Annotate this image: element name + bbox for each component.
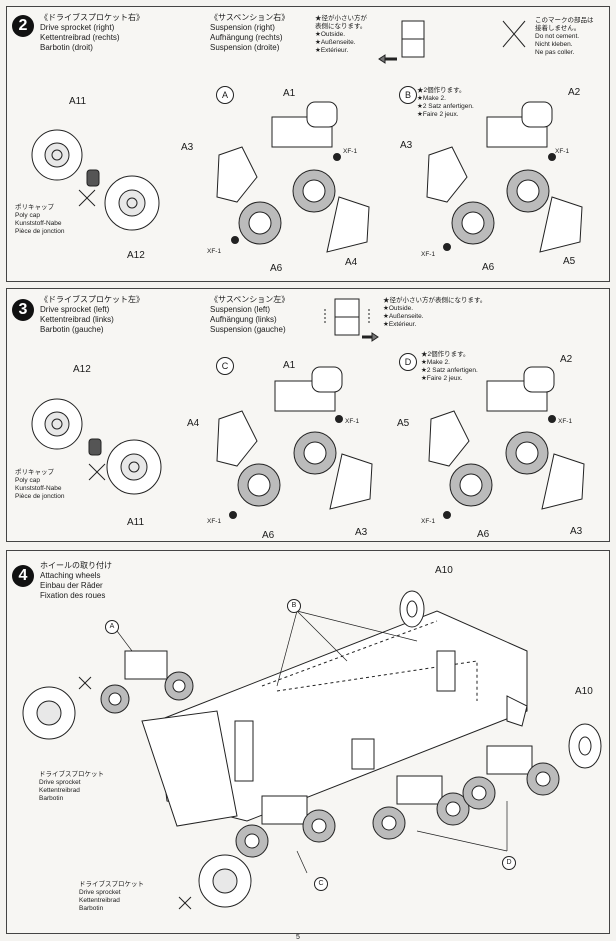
step-2-illustration bbox=[31, 20, 583, 253]
part-label-a6: A6 bbox=[477, 529, 490, 540]
assembly-mark-d: D bbox=[502, 856, 516, 870]
hull bbox=[156, 610, 528, 822]
part-label-a10: A10 bbox=[575, 686, 593, 697]
polycap bbox=[86, 169, 100, 187]
part-label-a10: A10 bbox=[435, 565, 453, 576]
paint-label-xf1: XF-1 bbox=[207, 518, 222, 525]
sprocket-orientation-icon bbox=[378, 20, 425, 64]
make-two-note: ★2個作ります。 ★Make 2. ★2 Satz anfertigen. ★F… bbox=[417, 87, 474, 118]
sprocket-lower-caption: ドライブスプロケット Drive sprocket Kettentreibrad… bbox=[79, 881, 144, 912]
part-label-a5: A5 bbox=[397, 418, 410, 429]
page-number: 5 bbox=[296, 934, 300, 941]
idler-wheel-a10-right bbox=[568, 723, 602, 769]
polycap-note: ポリキャップ Poly cap Kunststoff-Nabe Pièce de… bbox=[15, 469, 65, 500]
part-label-a6: A6 bbox=[262, 530, 275, 541]
drive-sprocket-lower bbox=[198, 854, 252, 908]
bogie-a bbox=[100, 650, 194, 714]
part-label-a3: A3 bbox=[181, 142, 194, 153]
part-label-a6: A6 bbox=[270, 263, 283, 274]
outside-note: ★径が小さい方が表側になります。 ★Outside. ★Außenseite. … bbox=[383, 297, 487, 328]
part-label-a11: A11 bbox=[69, 96, 87, 107]
assembly-mark-c: C bbox=[216, 357, 234, 375]
paint-label-xf1: XF-1 bbox=[421, 518, 436, 525]
assembly-mark-a: A bbox=[105, 620, 119, 634]
paint-label-xf1: XF-1 bbox=[558, 418, 573, 425]
paint-label-xf1: XF-1 bbox=[555, 148, 570, 155]
part-label-a12: A12 bbox=[73, 364, 91, 375]
assembly-mark-d: D bbox=[399, 353, 417, 371]
step-4-panel: 4 ホイールの取り付け Attaching wheels Einbau der … bbox=[6, 550, 610, 934]
part-label-a3: A3 bbox=[400, 140, 413, 151]
part-label-a1: A1 bbox=[283, 360, 296, 371]
suspension-caption: 《サスペンション左》 Suspension (left) Aufhängung … bbox=[210, 295, 290, 334]
part-label-a1: A1 bbox=[283, 88, 296, 99]
part-label-a11: A11 bbox=[127, 517, 145, 528]
part-label-a5: A5 bbox=[563, 256, 576, 267]
sprocket-orientation-icon bbox=[324, 298, 379, 342]
sprocket-caption: 《ドライブスプロケット右》 Drive sprocket (right) Ket… bbox=[40, 13, 144, 52]
do-not-cement-mark bbox=[88, 463, 106, 481]
drive-sprocket-upper bbox=[22, 686, 76, 740]
polycap-note: ポリキャップ Poly cap Kunststoff-Nabe Pièce de… bbox=[15, 204, 65, 235]
bogie-d-front bbox=[372, 775, 470, 840]
idler-bracket bbox=[506, 695, 528, 727]
paint-label-xf1: XF-1 bbox=[343, 148, 358, 155]
sprocket-upper-caption: ドライブスプロケット Drive sprocket Kettentreibrad… bbox=[39, 771, 104, 802]
suspension-caption: 《サスペンション右》 Suspension (right) Aufhängung… bbox=[210, 13, 290, 52]
assembly-mark-a: A bbox=[216, 86, 234, 104]
assembly-mark-b: B bbox=[287, 599, 301, 613]
leader-lines bbox=[116, 610, 508, 874]
paint-label-xf1: XF-1 bbox=[421, 251, 436, 258]
make-two-note: ★2個作ります。 ★Make 2. ★2 Satz anfertigen. ★F… bbox=[421, 351, 478, 382]
bogie-c bbox=[235, 795, 336, 858]
sprocket-a12 bbox=[104, 175, 160, 231]
suspension-unit-a bbox=[216, 101, 370, 253]
part-label-a4: A4 bbox=[345, 257, 358, 268]
bogie-d-rear bbox=[462, 745, 560, 810]
part-label-a2: A2 bbox=[560, 354, 573, 365]
part-label-a3: A3 bbox=[570, 526, 583, 537]
sprocket-a11 bbox=[31, 129, 83, 181]
do-not-cement-note: このマークの部品は 接着しません。 Do not cement. Nicht k… bbox=[535, 17, 594, 56]
outside-note: ★径が小さい方が 表側になります。 ★Outside. ★Außenseite.… bbox=[315, 15, 367, 54]
paint-label-xf1: XF-1 bbox=[345, 418, 360, 425]
step-2-panel: 2 《ドライブスプロケット右》 Drive sprocket (right) K… bbox=[6, 6, 610, 282]
step-number: 4 bbox=[12, 565, 34, 587]
part-label-a12: A12 bbox=[127, 250, 145, 261]
suspension-unit-c bbox=[216, 366, 373, 519]
paint-label-xf1: XF-1 bbox=[207, 248, 222, 255]
suspension-unit-b bbox=[426, 101, 583, 253]
step-4-illustration bbox=[22, 590, 602, 910]
part-label-a4: A4 bbox=[187, 418, 200, 429]
part-label-a6: A6 bbox=[482, 262, 495, 273]
step-number: 3 bbox=[12, 299, 34, 321]
sprocket-a12 bbox=[31, 398, 83, 450]
sprocket-caption: 《ドライブスプロケット左》 Drive sprocket (left) Kett… bbox=[40, 295, 144, 334]
step-3-illustration bbox=[31, 298, 585, 519]
part-label-a2: A2 bbox=[568, 87, 581, 98]
idler-wheel-a10-top bbox=[399, 590, 425, 628]
assembly-mark-b: B bbox=[399, 86, 417, 104]
suspension-unit-d bbox=[428, 366, 585, 519]
front-hull bbox=[141, 710, 238, 827]
step-title: ホイールの取り付け Attaching wheels Einbau der Rä… bbox=[40, 561, 112, 600]
sprocket-a11 bbox=[106, 439, 162, 495]
polycap bbox=[88, 438, 102, 456]
assembly-mark-c: C bbox=[314, 877, 328, 891]
step-3-panel: 3 《ドライブスプロケット左》 Drive sprocket (left) Ke… bbox=[6, 288, 610, 542]
part-label-a3: A3 bbox=[355, 527, 368, 538]
step-number: 2 bbox=[12, 15, 34, 37]
do-not-cement-mark bbox=[78, 20, 526, 207]
do-not-cement-mark bbox=[78, 676, 192, 910]
